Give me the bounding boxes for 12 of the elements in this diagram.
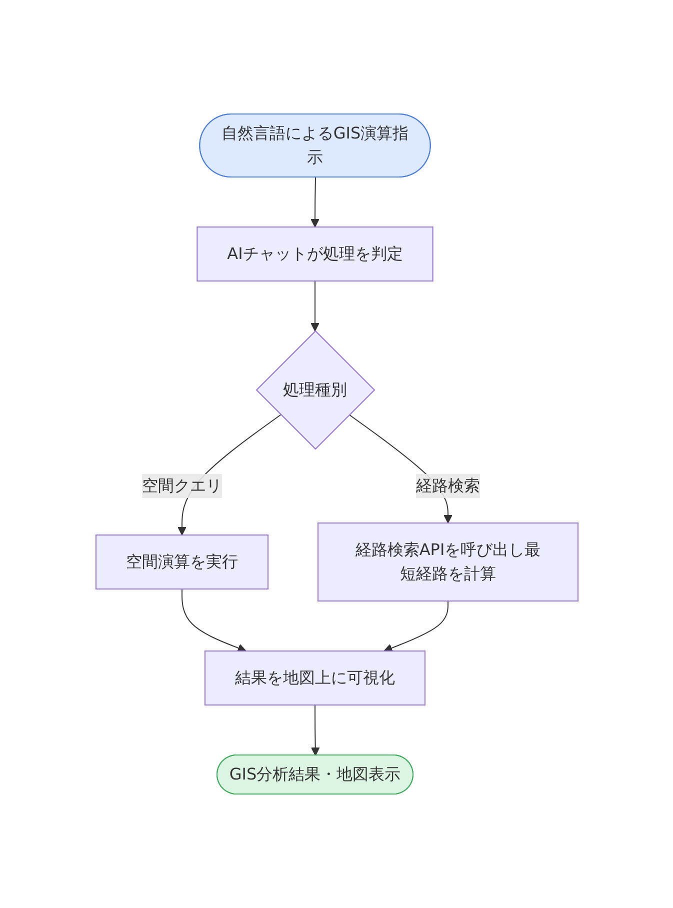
- edge-label: 空間クエリ: [142, 476, 222, 495]
- node-box: AIチャットが処理を判定: [196, 226, 433, 282]
- node-diamond: 処理種別: [255, 330, 375, 450]
- node-box: 結果を地図上に可視化: [204, 650, 425, 706]
- arrow: [181, 588, 246, 652]
- arrow: [310, 177, 319, 228]
- node-box: 空間演算を実行: [95, 534, 268, 590]
- arrow: [310, 704, 320, 756]
- edge-label: 経路検索: [416, 476, 480, 495]
- arrow: [383, 600, 448, 652]
- node-box: 経路検索APIを呼び出し最短経路を計算: [317, 522, 578, 602]
- arrow: [310, 280, 319, 332]
